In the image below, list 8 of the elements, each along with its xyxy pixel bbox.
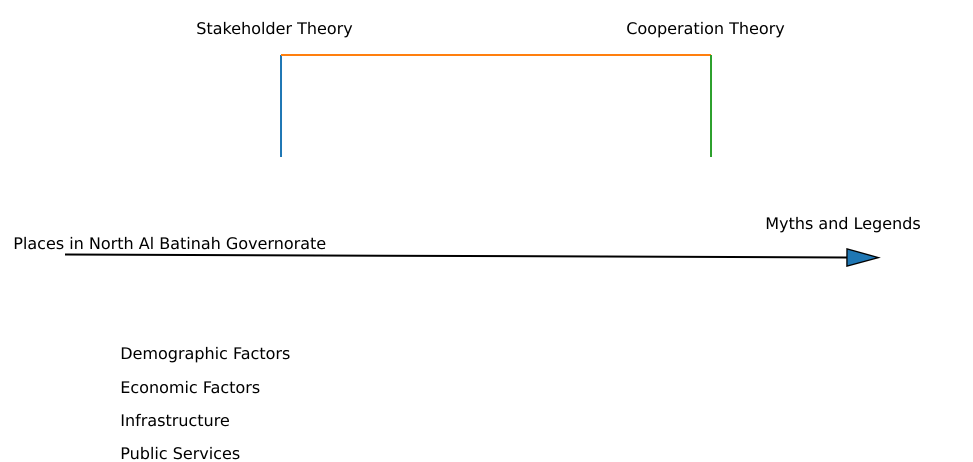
factor-label: Infrastructure bbox=[122, 414, 229, 426]
axis-label: Myths and Legends bbox=[766, 216, 920, 232]
axis-label: Places in North Al Batinah Governorate bbox=[14, 236, 326, 250]
factor-label: Public Services bbox=[122, 446, 240, 460]
factor-label: Demographic Factors bbox=[122, 346, 290, 362]
theory-label: Stakeholder Theory bbox=[197, 22, 352, 38]
factor-label: Economic Factors bbox=[122, 380, 260, 394]
theory-label: Cooperation Theory bbox=[627, 22, 784, 38]
